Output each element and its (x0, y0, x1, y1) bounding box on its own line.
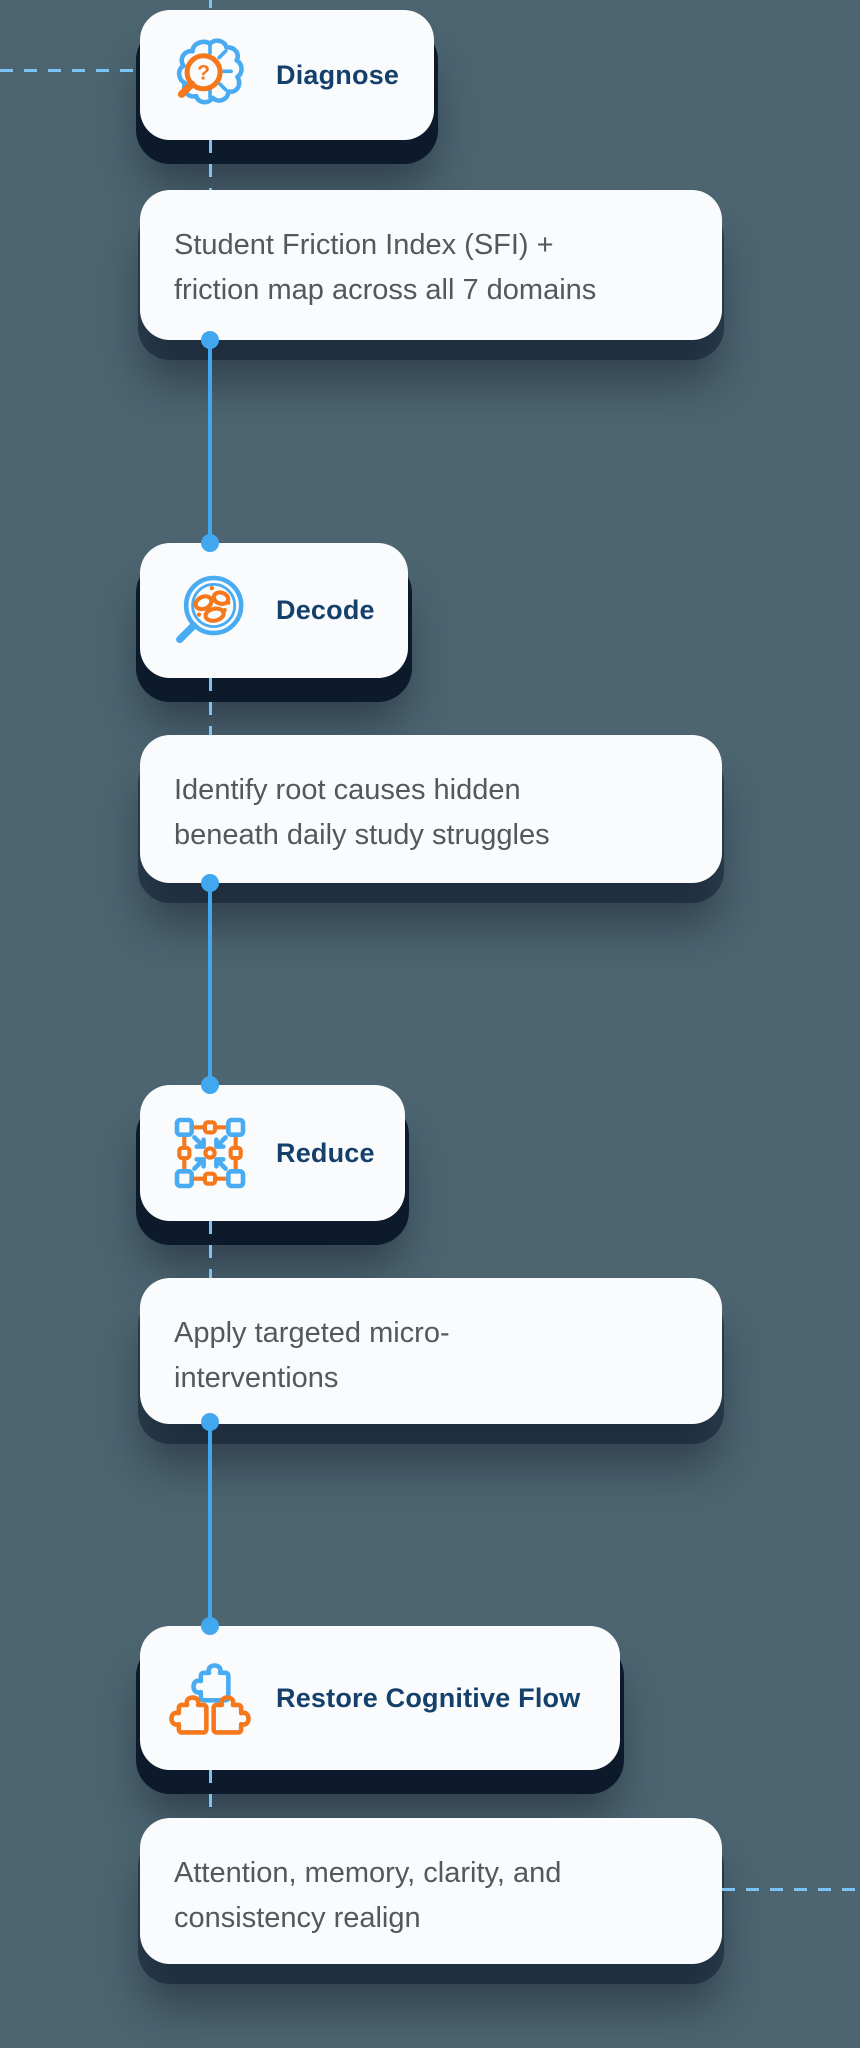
step-description: Apply targeted micro- interventions (174, 1317, 450, 1394)
guide-dashed-line-bottom (722, 1888, 860, 1891)
connector-dot (201, 874, 219, 892)
connector-dot (201, 1076, 219, 1094)
icon-box: ? (166, 31, 254, 119)
connector-line-1 (208, 340, 212, 543)
brain-magnifier-icon: ? (176, 38, 244, 105)
step-label: Decode (276, 595, 375, 625)
connector-dot (201, 1617, 219, 1635)
step-label: Diagnose (276, 59, 400, 90)
compress-target-icon (174, 1117, 246, 1189)
connector-dashed-1 (208, 140, 212, 190)
icon-box (166, 1654, 254, 1742)
step-label: Reduce (276, 1137, 375, 1168)
lens-cells-icon (176, 575, 244, 643)
step-description-card: Student Friction Index (SFI) + friction … (140, 190, 722, 340)
step-label: Restore Cognitive Flow (276, 1682, 581, 1713)
step-description-card: Identify root causes hidden beneath dail… (140, 735, 722, 883)
connector-dashed-2 (208, 678, 212, 735)
step-description-card: Attention, memory, clarity, and consiste… (140, 1818, 722, 1964)
guide-dashed-line-top (0, 69, 140, 72)
connector-line-2 (208, 883, 212, 1085)
step-card-decode: Decode (140, 543, 408, 678)
step-description: Student Friction Index (SFI) + friction … (174, 229, 597, 306)
step-card-reduce: Reduce (140, 1085, 405, 1221)
connector-dashed-3 (208, 1221, 212, 1278)
step-card-diagnose: ? Diagnose (140, 10, 434, 140)
step-description-card: Apply targeted micro- interventions (140, 1278, 722, 1424)
icon-box (166, 567, 254, 655)
step-description: Attention, memory, clarity, and consiste… (174, 1857, 562, 1934)
connector-dot (201, 331, 219, 349)
icon-box (166, 1109, 254, 1197)
puzzle-pieces-icon (169, 1662, 251, 1735)
connector-dot (201, 1413, 219, 1431)
connector-dot (201, 534, 219, 552)
question-mark-glyph: ? (197, 62, 210, 85)
connector-line-3 (208, 1422, 212, 1626)
guide-dashed-line-vertical (208, 0, 212, 8)
step-description: Identify root causes hidden beneath dail… (174, 774, 550, 851)
step-card-restore-cognitive-flow: Restore Cognitive Flow (140, 1626, 620, 1770)
connector-dashed-4 (208, 1770, 212, 1818)
